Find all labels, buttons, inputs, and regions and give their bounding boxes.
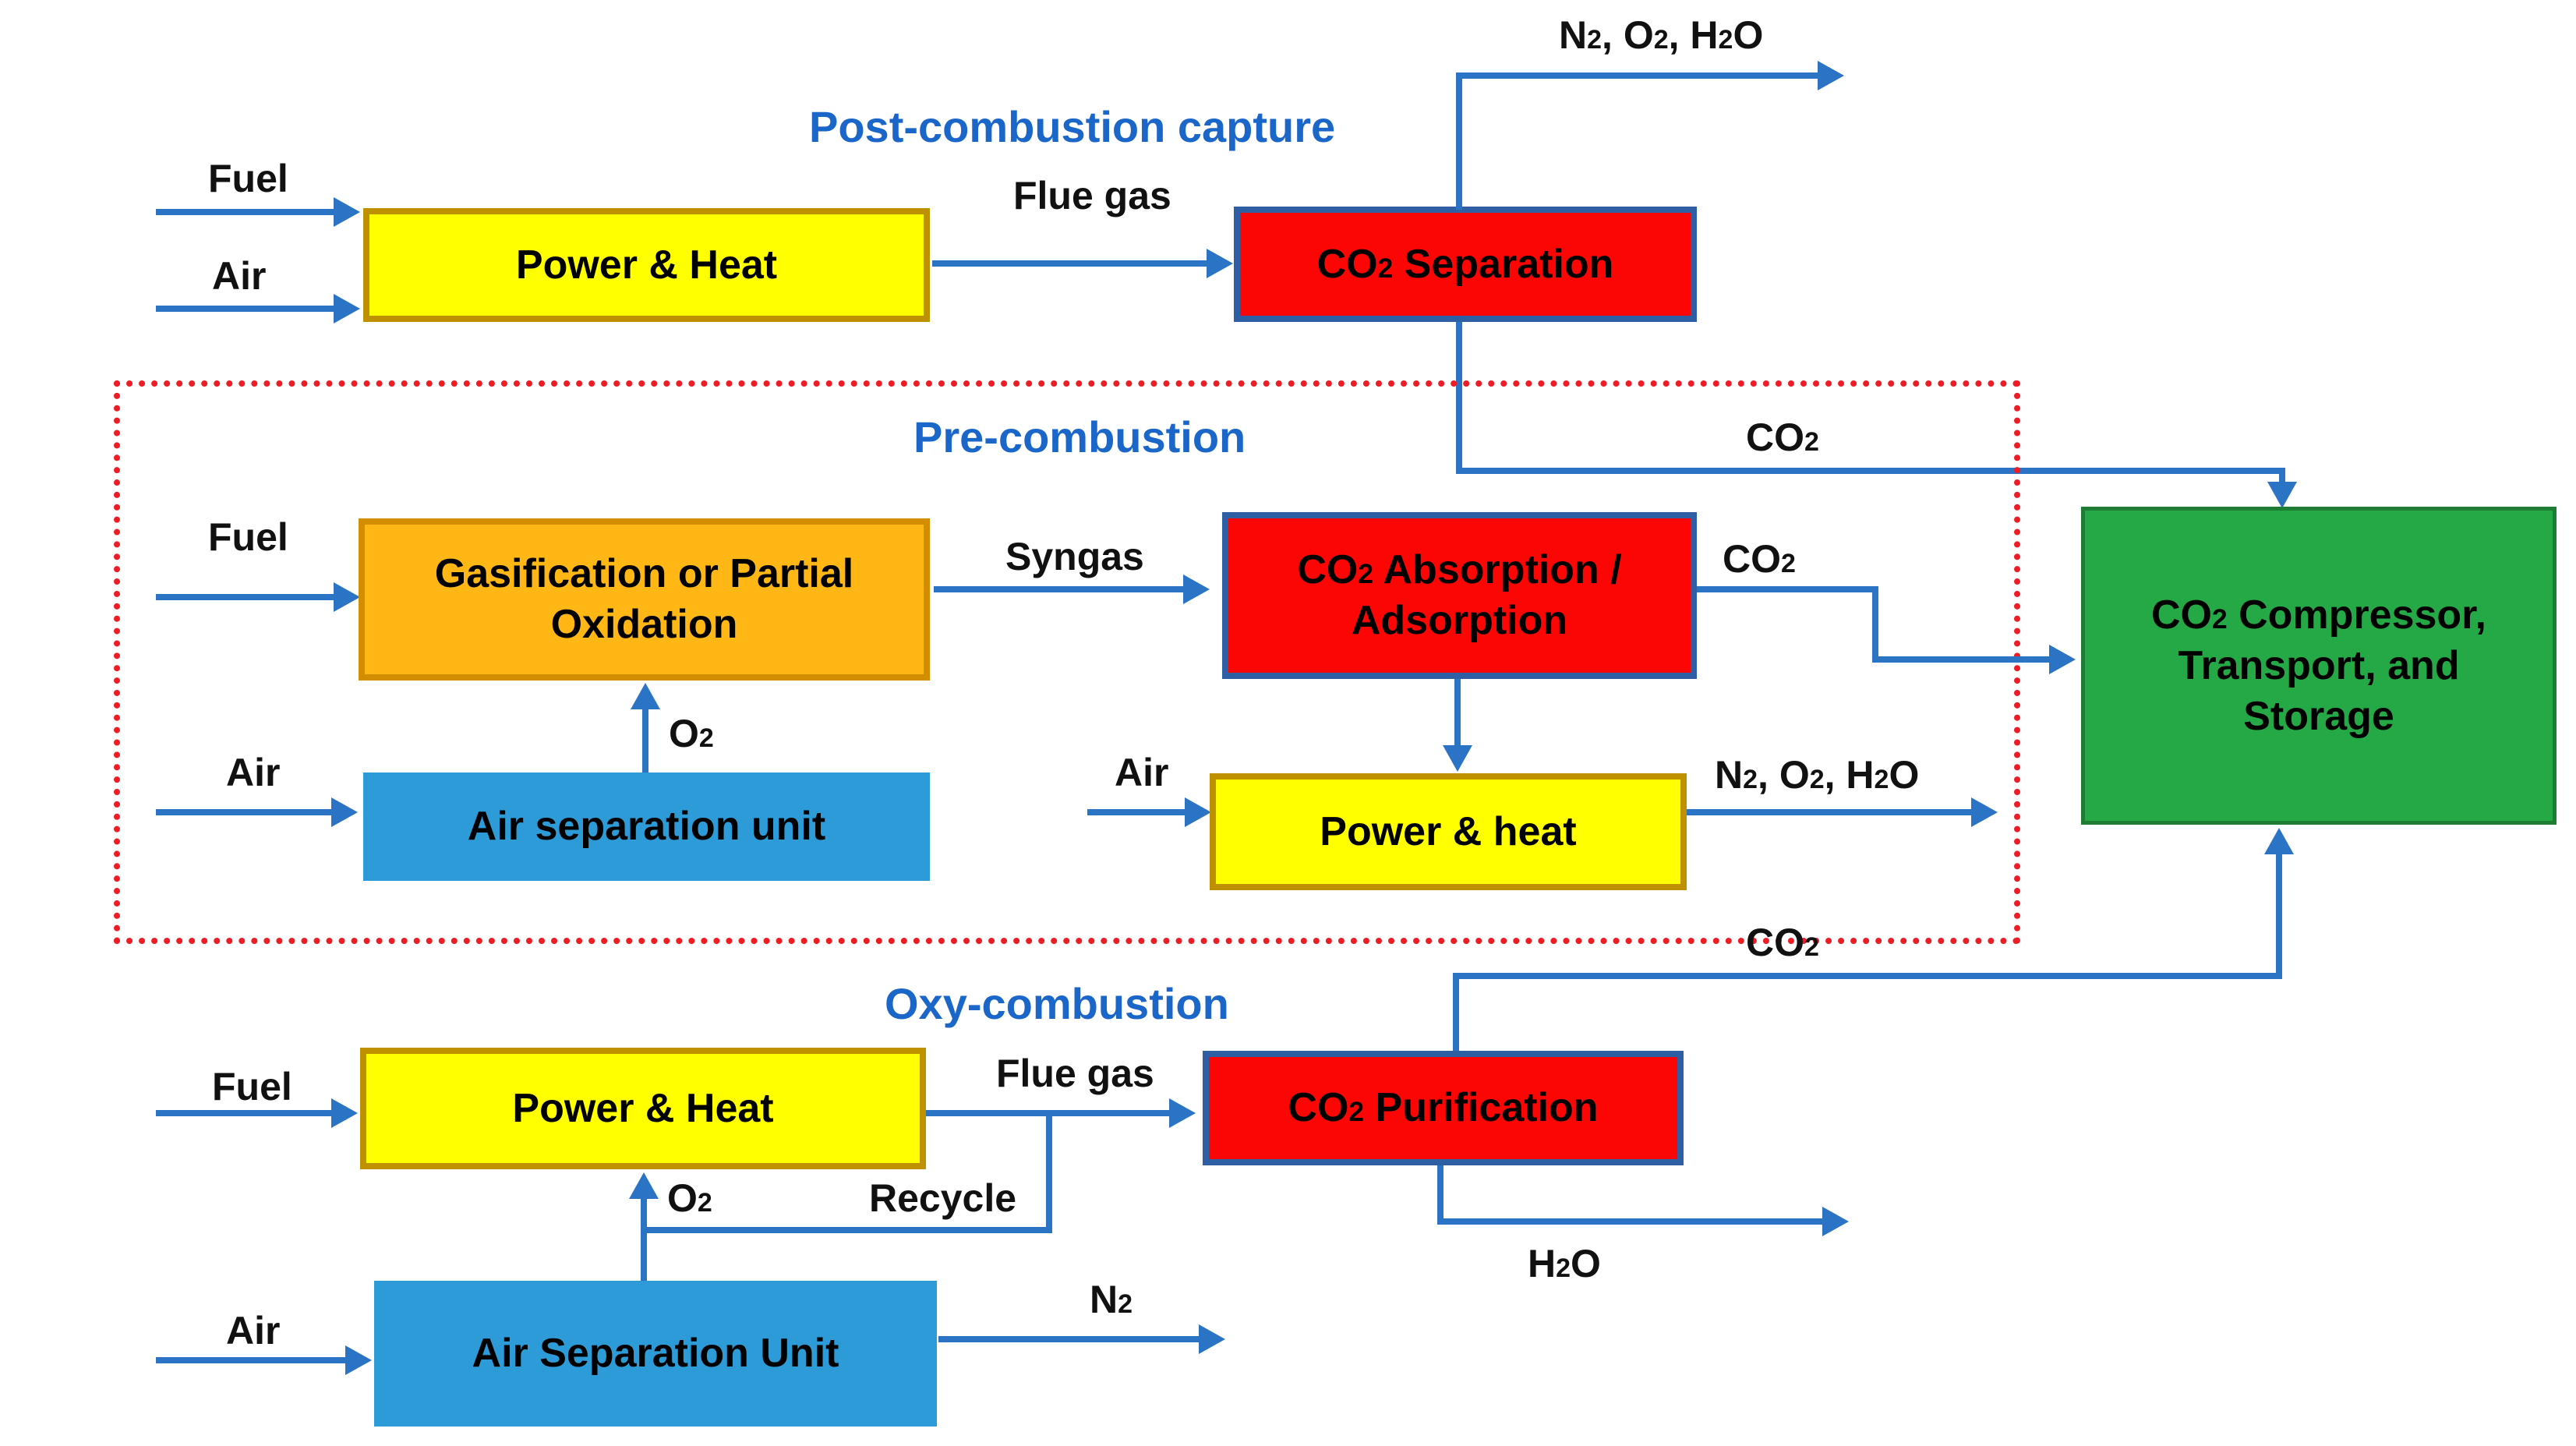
pre-syngas-line — [934, 586, 1185, 592]
post-air-label: Air — [212, 254, 267, 298]
pre-syngas-label: Syngas — [1005, 535, 1144, 578]
oxy-air-line — [156, 1357, 347, 1363]
oxy-co2-arrowhead — [2264, 828, 2294, 854]
post-co2-arrowhead — [2267, 482, 2297, 508]
oxy-fuel-line — [156, 1110, 333, 1116]
oxy-air-arrowhead — [345, 1345, 372, 1375]
pre-co2-line-out — [1697, 586, 1878, 592]
oxy-co2-purification-label: CO2 Purification — [1288, 1085, 1599, 1130]
oxy-air-separation-label: Air Separation Unit — [472, 1331, 839, 1376]
post-co2-separation-label: CO2 Separation — [1316, 241, 1614, 287]
post-fuel-label: Fuel — [208, 157, 288, 200]
oxy-o2-line — [641, 1196, 647, 1282]
pre-absorption-down-arrowhead — [1443, 745, 1472, 772]
pre-air-right-line — [1087, 809, 1186, 815]
pre-fuel-arrowhead — [334, 582, 360, 612]
oxy-h2o-line-across — [1437, 1218, 1824, 1225]
oxy-fuel-label: Fuel — [212, 1065, 292, 1108]
oxy-h2o-label: H2O — [1528, 1242, 1601, 1285]
pre-air-left-arrowhead — [331, 797, 358, 827]
post-co2-line-down — [1456, 322, 1462, 474]
oxy-fuel-arrowhead — [331, 1098, 358, 1128]
oxy-power-heat-box: Power & Heat — [360, 1048, 926, 1169]
pre-combustion-title: Pre-combustion — [913, 412, 1246, 461]
post-air-line — [156, 306, 335, 312]
pre-co2-absorption-label: CO2 Absorption / Adsorption — [1297, 547, 1622, 643]
oxy-recycle-line-vertical — [1046, 1113, 1052, 1233]
oxy-power-heat-label: Power & Heat — [512, 1085, 774, 1131]
oxy-co2-line-across — [1453, 973, 2282, 979]
oxy-flue-gas-arrowhead — [1169, 1098, 1196, 1128]
oxy-n2-arrowhead — [1199, 1324, 1225, 1354]
oxy-h2o-arrowhead — [1822, 1207, 1849, 1236]
oxy-n2-label: N2 — [1090, 1278, 1133, 1321]
pre-air-separation-label: Air separation unit — [467, 804, 826, 849]
pre-power-heat-box: Power & heat — [1210, 773, 1687, 890]
pre-co2-label: CO2 — [1723, 537, 1796, 581]
oxy-air-separation-box: Air Separation Unit — [374, 1281, 937, 1427]
oxy-flue-gas-label: Flue gas — [996, 1052, 1154, 1095]
co2-compressor-storage-box: CO2 Compressor, Transport, and Storage — [2081, 507, 2557, 825]
oxy-n2-line — [938, 1336, 1200, 1342]
pre-exhaust-label: N2, O2, H2O — [1715, 753, 1920, 797]
pre-power-heat-label: Power & heat — [1320, 808, 1577, 854]
oxy-co2-label: CO2 — [1746, 921, 1819, 964]
post-co2-line-across — [1456, 468, 2285, 474]
pre-air-right-label: Air — [1115, 751, 1169, 794]
pre-air-left-line — [156, 809, 333, 815]
post-fuel-line — [156, 209, 335, 215]
post-exhaust-arrowhead — [1818, 61, 1844, 90]
pre-o2-label: O2 — [669, 712, 714, 755]
oxy-recycle-label: Recycle — [869, 1176, 1017, 1220]
pre-co2-line-down — [1872, 586, 1878, 663]
pre-co2-absorption-box: CO2 Absorption / Adsorption — [1222, 512, 1697, 679]
co2-compressor-storage-label: CO2 Compressor, Transport, and Storage — [2150, 592, 2486, 739]
pre-syngas-arrowhead — [1183, 575, 1210, 604]
oxy-co2-purification-box: CO2 Purification — [1203, 1051, 1684, 1165]
post-power-heat-box: Power & Heat — [363, 208, 930, 322]
post-air-arrowhead — [334, 294, 360, 323]
post-co2-label: CO2 — [1746, 415, 1819, 459]
oxy-co2-line-up — [1453, 976, 1459, 1051]
pre-gasification-label: Gasification or Partial Oxidation — [434, 551, 854, 647]
post-flue-gas-line — [932, 260, 1208, 267]
pre-air-right-arrowhead — [1185, 797, 1211, 827]
post-co2-separation-box: CO2 Separation — [1234, 207, 1697, 322]
post-exhaust-line-horizontal — [1456, 72, 1818, 79]
pre-co2-line-across — [1872, 656, 2051, 663]
pre-o2-arrowhead — [631, 683, 660, 709]
pre-absorption-down-line — [1454, 679, 1461, 747]
pre-fuel-line — [156, 594, 335, 600]
post-fuel-arrowhead — [334, 197, 360, 227]
oxy-o2-arrowhead — [629, 1172, 659, 1199]
pre-air-separation-box: Air separation unit — [363, 772, 930, 881]
pre-gasification-box: Gasification or Partial Oxidation — [359, 518, 930, 681]
oxy-h2o-line-down — [1437, 1165, 1443, 1225]
oxy-o2-label: O2 — [667, 1176, 712, 1220]
oxy-co2-line-rise — [2276, 851, 2282, 976]
post-exhaust-label: N2, O2, H2O — [1559, 13, 1764, 57]
pre-exhaust-arrowhead — [1971, 797, 1998, 827]
pre-o2-line — [642, 706, 648, 772]
pre-exhaust-line — [1687, 809, 1973, 815]
pre-fuel-label: Fuel — [208, 515, 288, 559]
pre-co2-arrowhead — [2049, 645, 2076, 674]
post-power-heat-label: Power & Heat — [515, 242, 778, 288]
pre-air-left-label: Air — [226, 751, 281, 794]
post-exhaust-line-vertical — [1456, 72, 1462, 210]
oxy-combustion-title: Oxy-combustion — [885, 979, 1229, 1028]
post-co2-line-drop — [2279, 468, 2285, 485]
post-combustion-title: Post-combustion capture — [809, 102, 1336, 151]
post-flue-gas-arrowhead — [1207, 249, 1233, 278]
oxy-recycle-line-horizontal — [644, 1227, 1049, 1233]
post-flue-gas-label: Flue gas — [1013, 174, 1171, 217]
oxy-air-label: Air — [226, 1309, 281, 1352]
